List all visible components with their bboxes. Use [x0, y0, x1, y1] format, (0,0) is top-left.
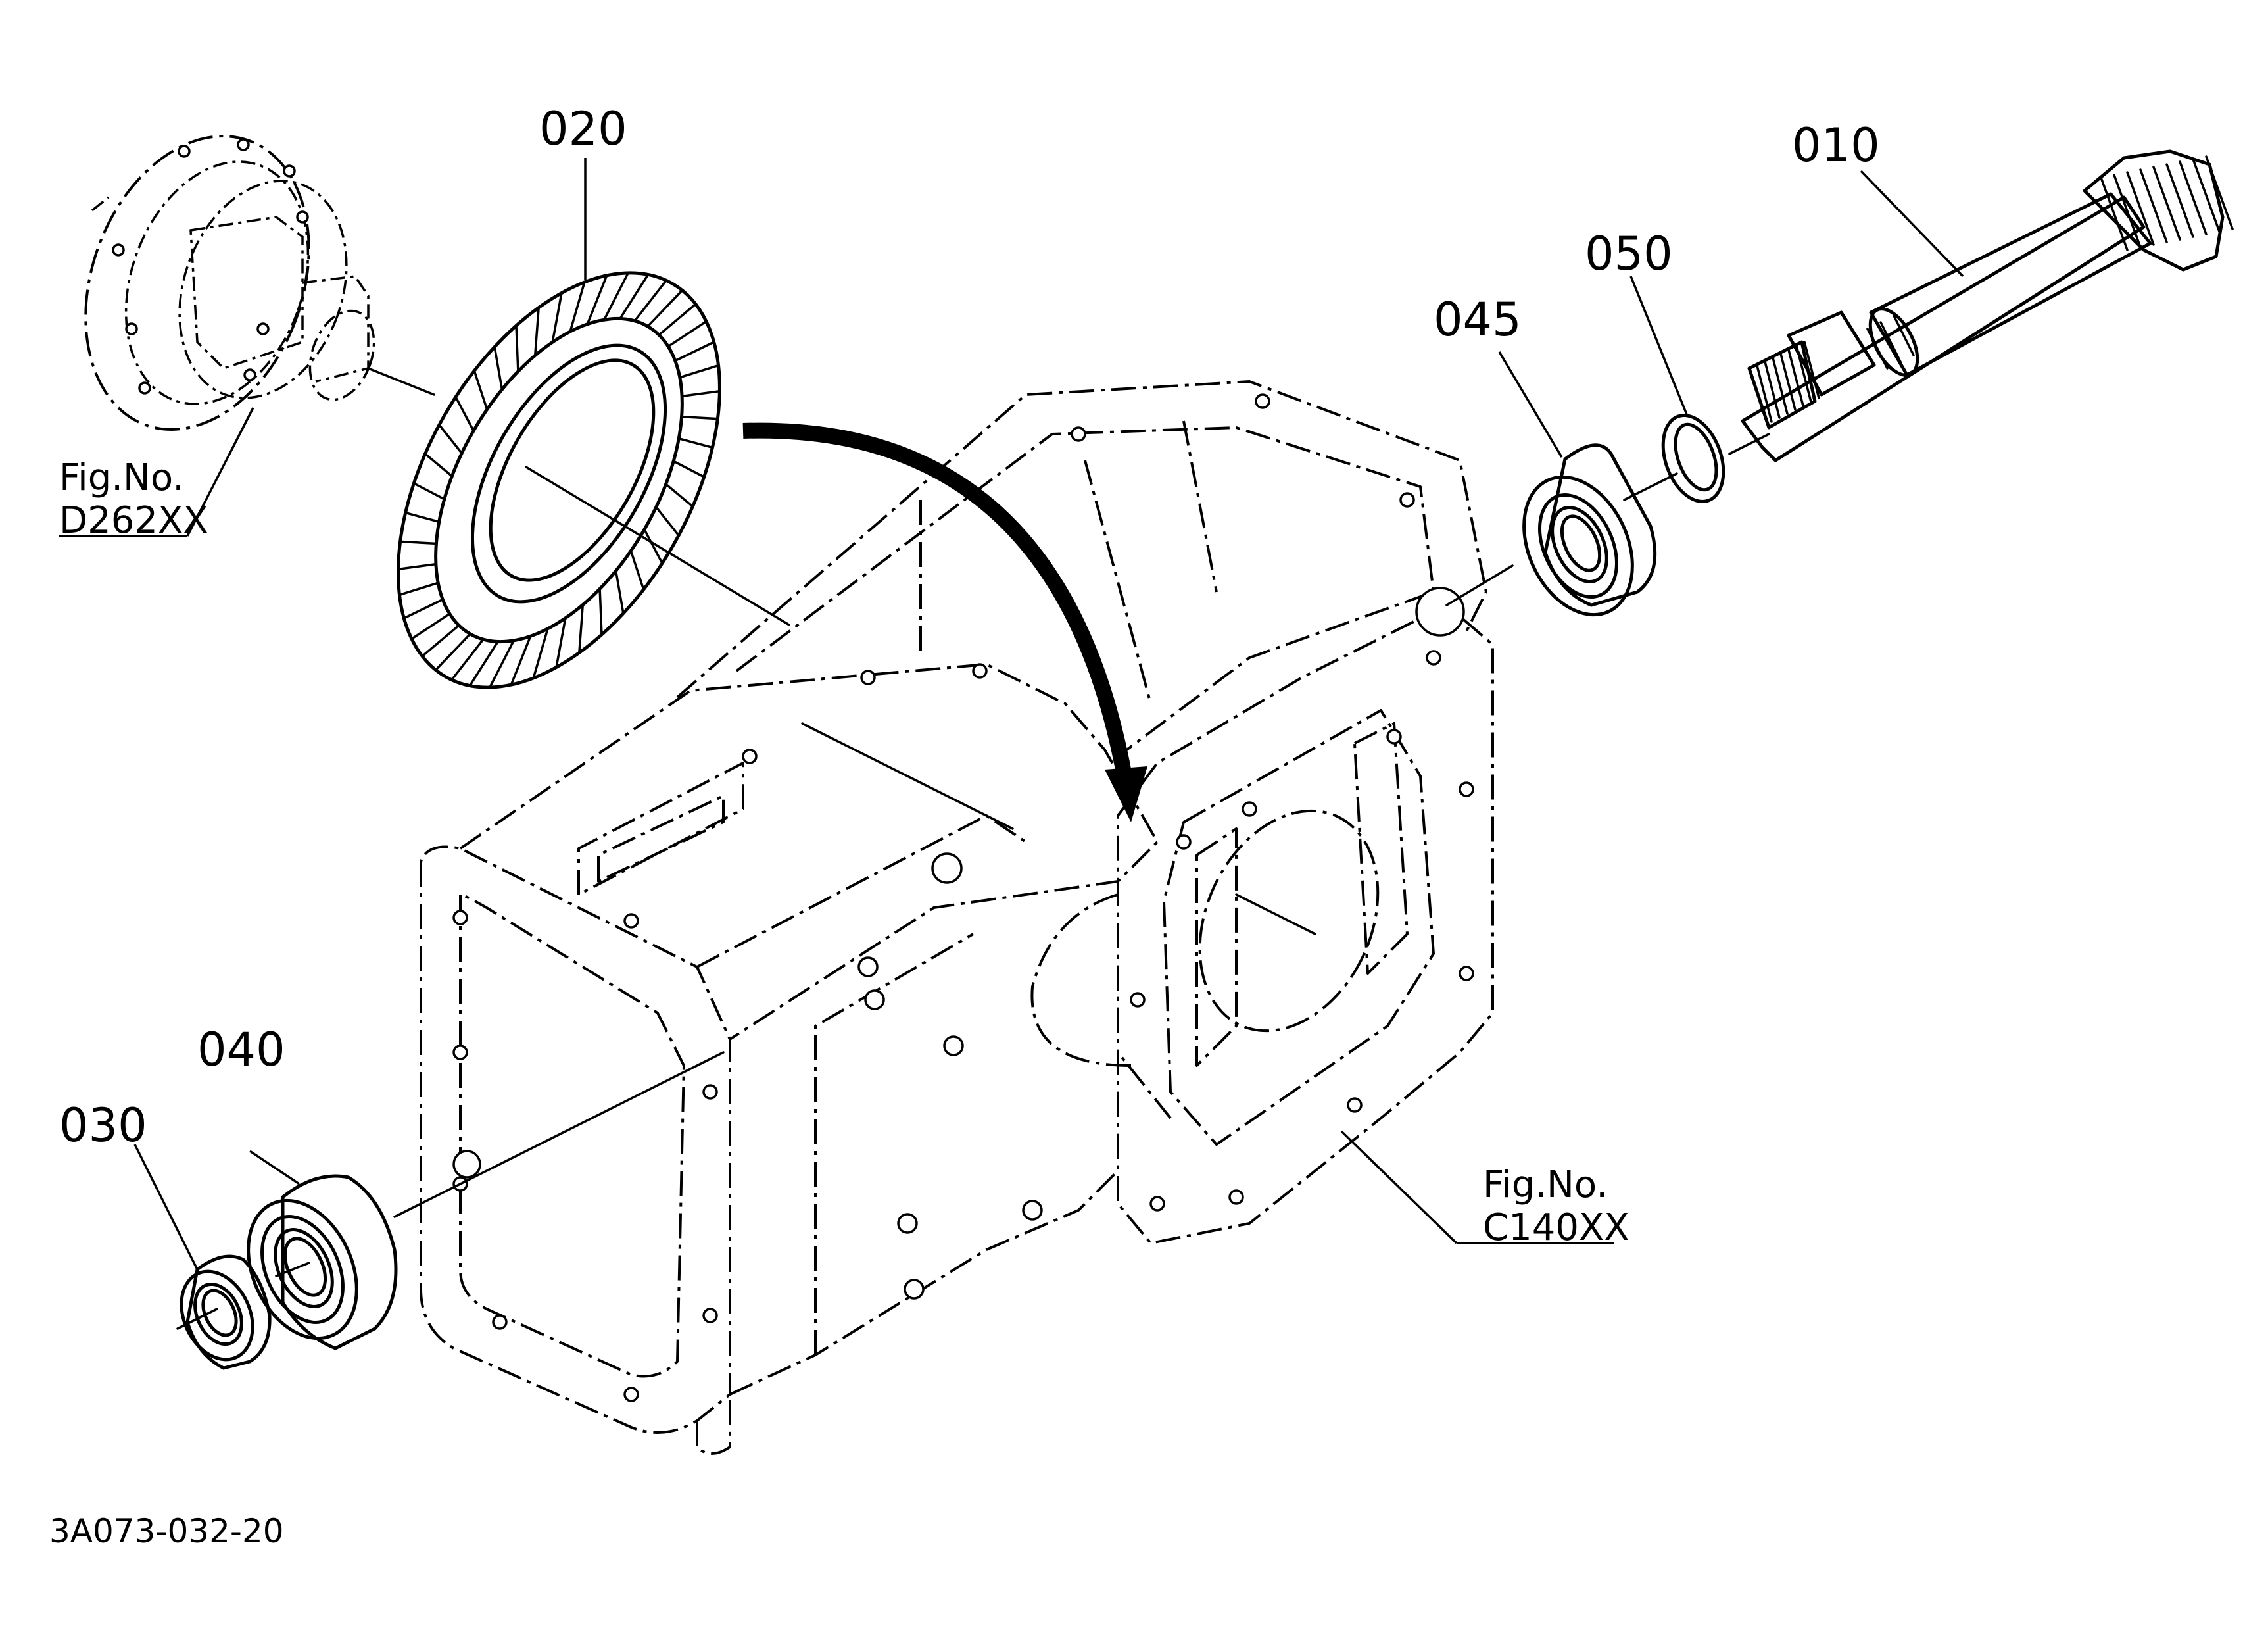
gear-tooth-line: [468, 640, 499, 687]
gear-tooth-line: [677, 437, 714, 449]
callout-labels: 010 020 030 040 045 050: [59, 102, 1880, 1152]
spline-line: [1764, 360, 1781, 419]
gear-tooth-line: [643, 528, 664, 565]
pinion-tooth-line: [2100, 176, 2129, 251]
callout-030: 030: [59, 1098, 147, 1152]
gear-tooth-line: [438, 424, 463, 455]
pinion-tooth-line: [2165, 163, 2194, 238]
callout-045: 045: [1434, 293, 1522, 347]
gear-tooth-line: [402, 598, 444, 620]
gear-tooth-line: [423, 453, 454, 478]
gear-tooth-line: [555, 617, 567, 669]
gear-tooth-line: [397, 562, 437, 571]
gear-tooth-line: [655, 506, 680, 537]
gear-tooth-line: [619, 273, 650, 320]
spline-line: [1779, 353, 1797, 411]
pinion-tooth-line: [2126, 171, 2155, 246]
gear-tooth-line: [510, 635, 532, 686]
callout-040: 040: [197, 1023, 285, 1077]
pinion-tooth-line: [2179, 160, 2208, 235]
pinion-tooth-line: [2205, 155, 2234, 230]
gear-tooth-line: [515, 324, 519, 373]
gear-tooth-line: [578, 603, 585, 654]
case-bolt-holes: [452, 393, 1474, 1402]
gear-tooth-line: [404, 511, 441, 524]
gear-tooth-line: [421, 624, 460, 658]
gear-tooth-line: [667, 320, 708, 348]
callout-050: 050: [1585, 227, 1673, 281]
gear-tooth-line: [489, 639, 515, 689]
fig-ref-case-code: C140XX: [1483, 1206, 1629, 1249]
spline-line: [1787, 349, 1804, 407]
pinion-tooth-line: [2192, 158, 2221, 233]
pinion-shaft-010: [1741, 149, 2234, 462]
gear-tooth-line: [674, 341, 715, 362]
gear-tooth-line: [533, 306, 540, 357]
gear-tooth-line: [398, 581, 439, 597]
figure-references: Fig.No. D262XX Fig.No. C140XX: [59, 456, 1629, 1249]
ring-gear-teeth: [397, 272, 721, 689]
oil-seal-030: [180, 1254, 272, 1370]
gear-tooth-line: [412, 482, 446, 501]
install-arrow: [742, 422, 1147, 822]
fig-ref-case-title: Fig.No.: [1483, 1164, 1608, 1206]
callout-leaders: [59, 158, 1964, 1270]
gear-tooth-line: [450, 638, 485, 681]
gear-tooth-line: [658, 303, 697, 336]
pinion-tooth-line: [2113, 174, 2142, 249]
spline-line: [1803, 341, 1820, 399]
gear-tooth-line: [680, 415, 719, 420]
gear-tooth-line: [679, 364, 720, 379]
callout-010: 010: [1792, 118, 1880, 172]
transmission-case: [420, 380, 1494, 1455]
gear-tooth-line: [473, 370, 489, 411]
gear-tooth-line: [551, 291, 563, 343]
spline-line: [1772, 356, 1789, 415]
drawing-number: 3A073-032-20: [49, 1512, 284, 1550]
gear-tooth-line: [493, 345, 504, 391]
gear-tooth-line: [633, 279, 667, 322]
gear-tooth-line: [629, 549, 645, 591]
gear-tooth-line: [569, 281, 586, 333]
ring-gear-020: [397, 271, 721, 689]
differential-assembly: [84, 135, 375, 431]
spline-line: [1756, 364, 1773, 423]
fig-ref-differential-code: D262XX: [59, 499, 208, 542]
gear-tooth-line: [434, 633, 471, 672]
gear-tooth-line: [646, 289, 684, 328]
gear-tooth-line: [586, 274, 608, 326]
shim-050: [1661, 414, 1725, 503]
gear-tooth-line: [532, 627, 549, 679]
gear-tooth-line: [672, 460, 706, 478]
gear-tooth-line: [598, 587, 603, 636]
gear-tooth-line: [454, 395, 475, 432]
callout-020: 020: [539, 102, 627, 156]
gear-tooth-line: [410, 612, 451, 641]
bearing-040: [247, 1174, 398, 1350]
gear-tooth-line: [664, 483, 694, 508]
gear-tooth-line: [614, 570, 625, 615]
fig-ref-differential-title: Fig.No.: [59, 456, 184, 499]
bearing-045: [1522, 443, 1657, 617]
gear-tooth-line: [603, 272, 629, 321]
gear-tooth-line: [681, 389, 721, 398]
spline-line: [1795, 345, 1812, 403]
pinion-tooth-line: [2152, 166, 2181, 241]
pinion-tooth-line: [2139, 168, 2168, 243]
gear-tooth-line: [398, 540, 438, 545]
